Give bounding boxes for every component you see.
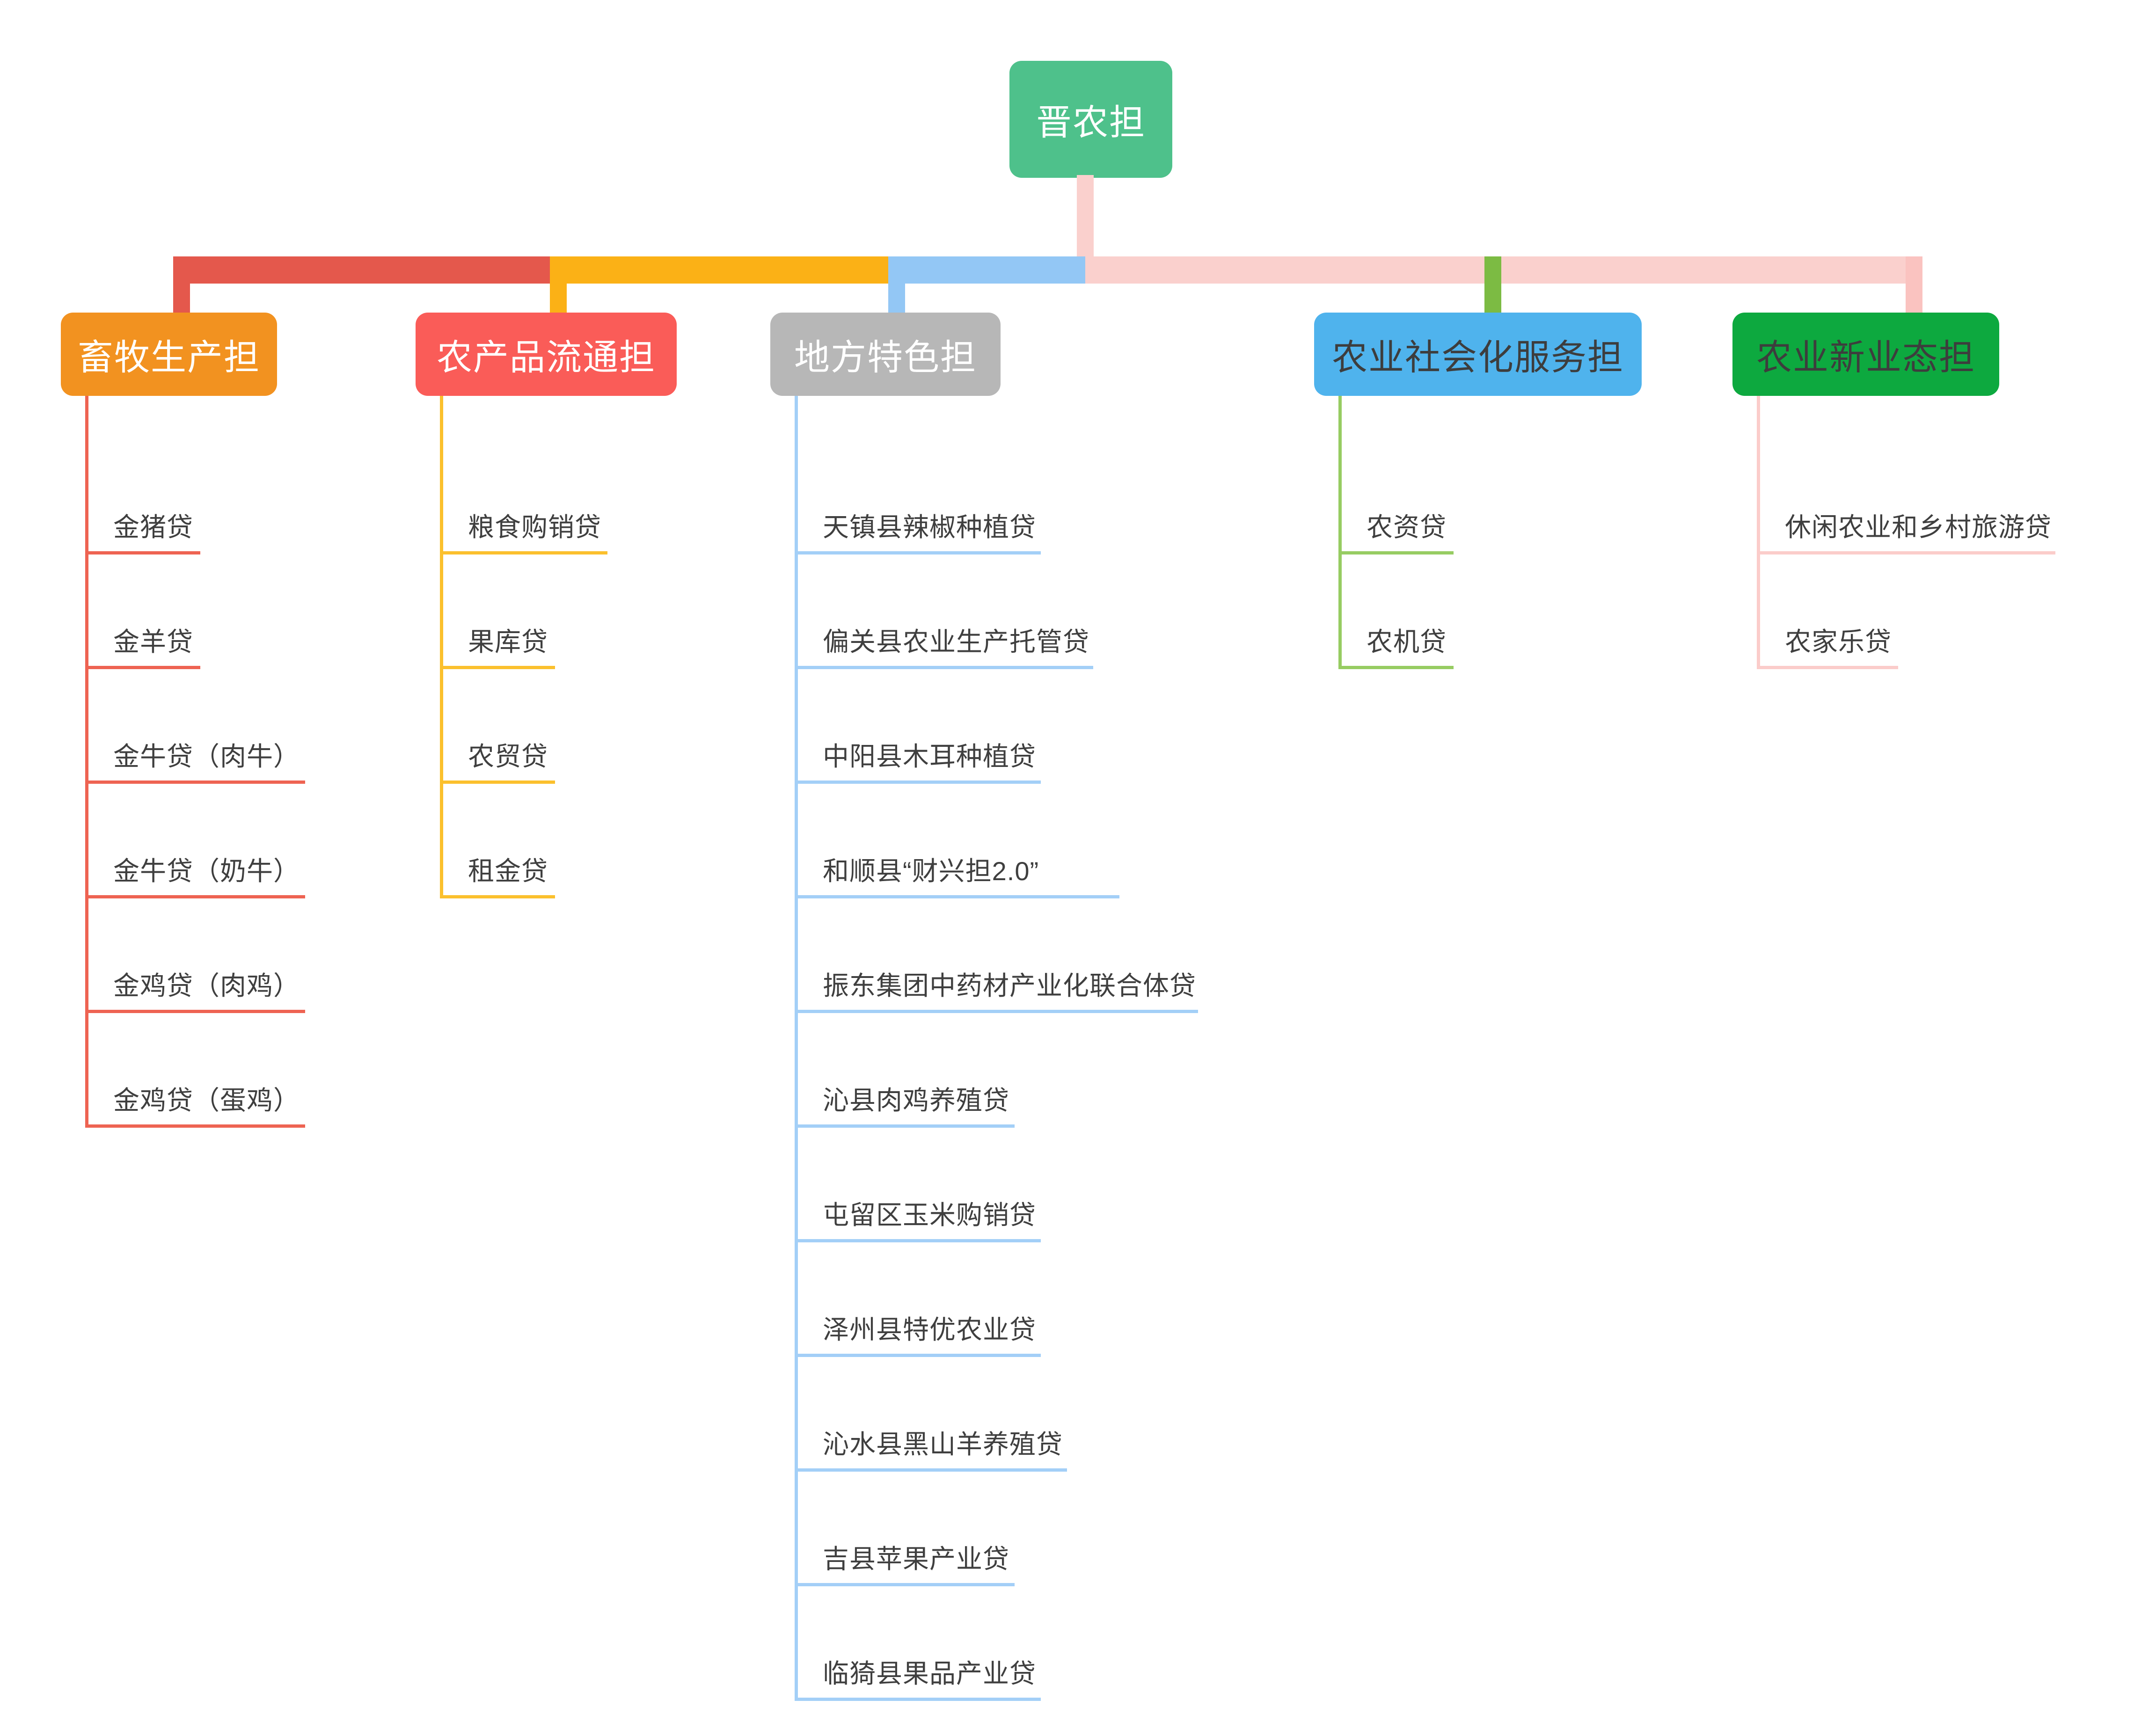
branch-drop-connector-1 [550,256,567,315]
leaf-item-underline [85,1124,305,1128]
leaf-item-underline [795,1354,1041,1357]
leaf-item-underline [440,781,555,784]
trunk-segment-2 [888,256,1085,284]
leaf-item-underline [795,1468,1067,1472]
leaf-item[interactable]: 屯留区玉米购销贷 [795,1128,1041,1242]
leaf-item[interactable]: 金羊贷 [85,554,200,669]
branch-node-4[interactable]: 农业新业态担 [1732,313,1999,396]
leaf-item-underline [1338,551,1454,554]
leaf-item-label: 休闲农业和乡村旅游贷 [1785,512,2052,542]
leaf-item[interactable]: 临猗县果品产业贷 [795,1586,1041,1701]
trunk-segment-1 [550,256,888,284]
branch-node-1[interactable]: 农产品流通担 [416,313,677,396]
leaf-item-label: 中阳县木耳种植贷 [823,742,1036,771]
leaf-item-label: 和顺县“财兴担2.0” [823,856,1039,886]
leaf-item[interactable]: 果库贷 [440,554,555,669]
leaf-item[interactable]: 农资贷 [1338,440,1454,554]
leaf-item-underline [795,895,1119,898]
branch-drop-connector-2 [888,256,905,315]
leaf-item-label: 金鸡贷（肉鸡） [113,971,300,1000]
leaf-item[interactable]: 农机贷 [1338,554,1454,669]
leaf-item-label: 租金贷 [468,856,548,886]
leaf-item[interactable]: 粮食购销贷 [440,440,607,554]
leaf-item-label: 屯留区玉米购销贷 [823,1200,1036,1230]
leaf-item-label: 偏关县农业生产托管贷 [823,627,1089,657]
branch-spine-4 [1757,396,1760,669]
leaf-item-underline [795,666,1093,669]
leaf-item-underline [440,666,555,669]
leaf-item-underline [795,1583,1015,1586]
leaf-item[interactable]: 休闲农业和乡村旅游贷 [1757,440,2055,554]
leaf-item-label: 金猪贷 [113,512,193,542]
leaf-item-label: 农机贷 [1367,627,1447,657]
leaf-item-underline [1757,551,2055,554]
leaf-item-underline [795,1239,1041,1242]
leaf-item-underline [1757,666,1898,669]
branch-spine-0 [85,396,88,1128]
leaf-item[interactable]: 沁县肉鸡养殖贷 [795,1013,1015,1128]
leaf-item-label: 农贸贷 [468,742,548,771]
leaf-item-label: 吉县苹果产业贷 [823,1544,1009,1574]
leaf-item-label: 临猗县果品产业贷 [823,1659,1036,1688]
leaf-item[interactable]: 天镇县辣椒种植贷 [795,440,1041,554]
leaf-item-label: 振东集团中药材产业化联合体贷 [823,971,1196,1000]
leaf-item[interactable]: 金牛贷（奶牛） [85,784,305,898]
leaf-item-label: 粮食购销贷 [468,512,601,542]
leaf-item[interactable]: 偏关县农业生产托管贷 [795,554,1093,669]
leaf-item-underline [85,781,305,784]
leaf-item-underline [85,895,305,898]
leaf-item-label: 泽州县特优农业贷 [823,1315,1036,1344]
branch-node-2[interactable]: 地方特色担 [770,313,1001,396]
leaf-item-underline [795,551,1041,554]
leaf-item-underline [795,1698,1041,1701]
leaf-item[interactable]: 农家乐贷 [1757,554,1898,669]
leaf-item-label: 金鸡贷（蛋鸡） [113,1086,300,1115]
leaf-item-label: 金羊贷 [113,627,193,657]
leaf-item[interactable]: 农贸贷 [440,669,555,784]
leaf-item[interactable]: 金猪贷 [85,440,200,554]
leaf-item-label: 金牛贷（肉牛） [113,742,300,771]
leaf-item-label: 天镇县辣椒种植贷 [823,512,1036,542]
branch-spine-3 [1338,396,1342,669]
leaf-item-label: 沁县肉鸡养殖贷 [823,1086,1009,1115]
leaf-item[interactable]: 中阳县木耳种植贷 [795,669,1041,784]
leaf-item-label: 金牛贷（奶牛） [113,856,300,886]
root-node[interactable]: 晋农担 [1009,61,1172,178]
branch-node-0[interactable]: 畜牧生产担 [61,313,277,396]
leaf-item[interactable]: 租金贷 [440,784,555,898]
branch-node-3[interactable]: 农业社会化服务担 [1314,313,1642,396]
leaf-item-underline [85,1010,305,1013]
leaf-item-label: 果库贷 [468,627,548,657]
leaf-item[interactable]: 金鸡贷（肉鸡） [85,898,305,1013]
leaf-item-underline [795,781,1041,784]
branch-spine-2 [795,396,798,1701]
branch-spine-1 [440,396,443,898]
branch-drop-connector-0 [173,256,190,315]
trunk-segment-0 [173,256,550,284]
leaf-item-label: 农家乐贷 [1785,627,1892,657]
leaf-item[interactable]: 和顺县“财兴担2.0” [795,784,1119,898]
leaf-item[interactable]: 吉县苹果产业贷 [795,1472,1015,1586]
leaf-item[interactable]: 金牛贷（肉牛） [85,669,305,784]
branch-drop-connector-3 [1484,256,1501,315]
leaf-item-label: 农资贷 [1367,512,1447,542]
leaf-item-underline [440,551,607,554]
leaf-item-underline [1338,666,1454,669]
leaf-item[interactable]: 振东集团中药材产业化联合体贷 [795,898,1198,1013]
leaf-item-underline [85,666,200,669]
leaf-item-underline [795,1010,1198,1013]
leaf-item[interactable]: 泽州县特优农业贷 [795,1242,1041,1357]
leaf-item-label: 沁水县黑山羊养殖贷 [823,1430,1063,1459]
leaf-item[interactable]: 沁水县黑山羊养殖贷 [795,1357,1067,1472]
leaf-item[interactable]: 金鸡贷（蛋鸡） [85,1013,305,1128]
branch-drop-connector-4 [1906,256,1922,315]
leaf-item-underline [440,895,555,898]
leaf-item-underline [85,551,200,554]
leaf-item-underline [795,1124,1015,1128]
